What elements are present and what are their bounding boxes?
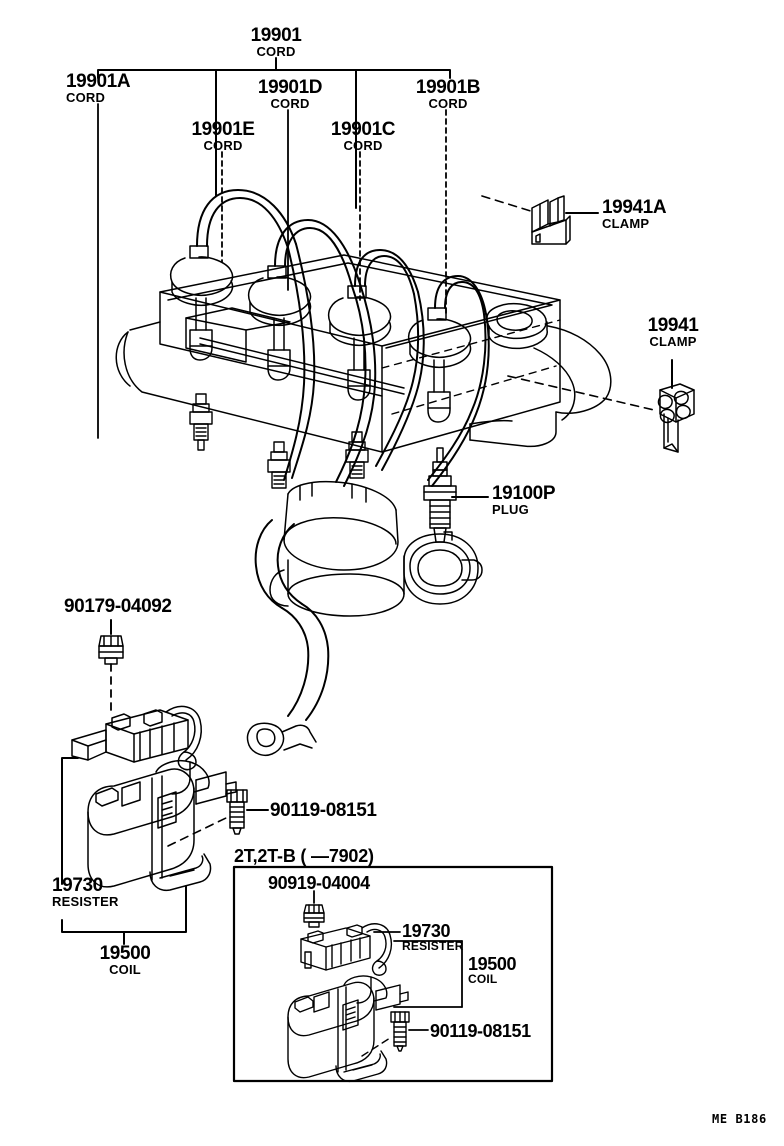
label-inset-coil-name: COIL [468, 972, 498, 986]
label-inset-nut-90919: 90919-04004 [268, 873, 370, 893]
label-cord-19901: 19901 CORD [251, 26, 302, 58]
label-cord-19901a: 19901A CORD [66, 71, 131, 105]
label-cord-19901d: 19901D CORD [257, 77, 323, 111]
intake-tube [469, 325, 612, 448]
label-plug-19100p-number: 19100P [492, 483, 556, 504]
leader-inset-bolt-dashed [361, 1037, 391, 1057]
label-clamp-19941-number: 19941 [647, 315, 699, 336]
inset-coil [287, 975, 409, 1083]
plug-boot-4 [407, 307, 472, 423]
label-cord-19901c-number: 19901C [330, 119, 396, 140]
label-cord-19901b: 19901B CORD [415, 77, 481, 111]
inset-box [232, 865, 554, 1083]
clamp-19941a [531, 195, 571, 245]
bracket-coil-resister [61, 757, 187, 945]
inset-resister [300, 923, 393, 976]
label-clamp-19941a-name: CLAMP [602, 216, 650, 231]
inset-header: 2T,2T-B ( —7902) [234, 846, 374, 866]
spark-plug-part [423, 447, 457, 543]
watermark: ME B186 [712, 1112, 767, 1126]
label-bolt-90119: 90119-08151 [270, 800, 377, 821]
label-clamp-19941a-number: 19941A [602, 197, 667, 218]
label-coil-19500-name: COIL [109, 962, 141, 977]
label-cord-19901e-number: 19901E [191, 119, 255, 140]
label-clamp-19941a: 19941A CLAMP [602, 197, 667, 231]
label-cord-19901b-number: 19901B [415, 77, 481, 98]
spark-plug-installed-3 [345, 431, 369, 479]
plug-boot-1 [169, 245, 234, 361]
label-coil-19500: 19500 COIL [100, 944, 151, 976]
inset-bracket-coil [393, 940, 463, 1008]
label-cord-19901d-number: 19901D [257, 77, 323, 98]
label-resister-19730-number: 19730 [52, 875, 103, 896]
distributor [269, 480, 483, 617]
leader-clamp-dashed [507, 375, 655, 411]
engine-valve-cover [115, 254, 561, 453]
inset-bolt-90119 [390, 1011, 410, 1052]
label-inset-coil-19500: 19500 COIL [468, 955, 516, 985]
spark-plug-installed-1 [189, 393, 213, 451]
leader-lines-cords [97, 103, 447, 439]
label-cord-19901e: 19901E CORD [191, 119, 255, 153]
label-inset-resister-name: RESISTER [402, 939, 464, 953]
label-cord-19901-number: 19901 [250, 25, 302, 46]
label-clamp-19941: 19941 CLAMP [648, 316, 699, 348]
inset-nut-90919 [303, 904, 325, 928]
label-cord-19901b-name: CORD [428, 96, 468, 111]
label-cord-19901c-name: CORD [343, 138, 383, 153]
ignition-coil-19500 [87, 760, 237, 892]
nut-90179 [98, 635, 124, 665]
label-inset-resister-number: 19730 [402, 921, 451, 941]
label-inset-resister-19730: 19730 RESISTER [402, 922, 464, 952]
label-coil-19500-number: 19500 [99, 943, 151, 964]
label-plug-19100p-name: PLUG [492, 502, 529, 517]
label-cord-19901e-name: CORD [203, 138, 243, 153]
label-plug-19100p: 19100P PLUG [492, 483, 556, 517]
bolt-90119-main [226, 789, 248, 835]
plug-boot-3 [327, 285, 392, 401]
distributor-connector [246, 722, 317, 756]
clamp-19941 [657, 383, 695, 453]
leader-clamp-a-dashed [481, 195, 535, 213]
ht-cords [196, 189, 490, 721]
label-clamp-19941-name: CLAMP [649, 334, 697, 349]
resister-19730 [71, 705, 202, 771]
label-inset-coil-number: 19500 [468, 954, 517, 974]
label-cord-19901d-name: CORD [270, 96, 310, 111]
label-resister-19730-name: RESISTER [52, 894, 119, 909]
label-cord-19901-name: CORD [256, 44, 296, 59]
label-nut-90179: 90179-04092 [64, 596, 172, 617]
label-cord-19901c: 19901C CORD [330, 119, 396, 153]
label-resister-19730: 19730 RESISTER [52, 876, 119, 908]
label-cord-19901a-name: CORD [66, 90, 106, 105]
label-inset-bolt-90119: 90119-08151 [430, 1021, 531, 1041]
leader-lines-top [97, 57, 451, 209]
label-cord-19901a-number: 19901A [66, 71, 131, 92]
leader-bolt-90119-dashed [167, 817, 227, 847]
spark-plug-installed-2 [267, 441, 291, 489]
